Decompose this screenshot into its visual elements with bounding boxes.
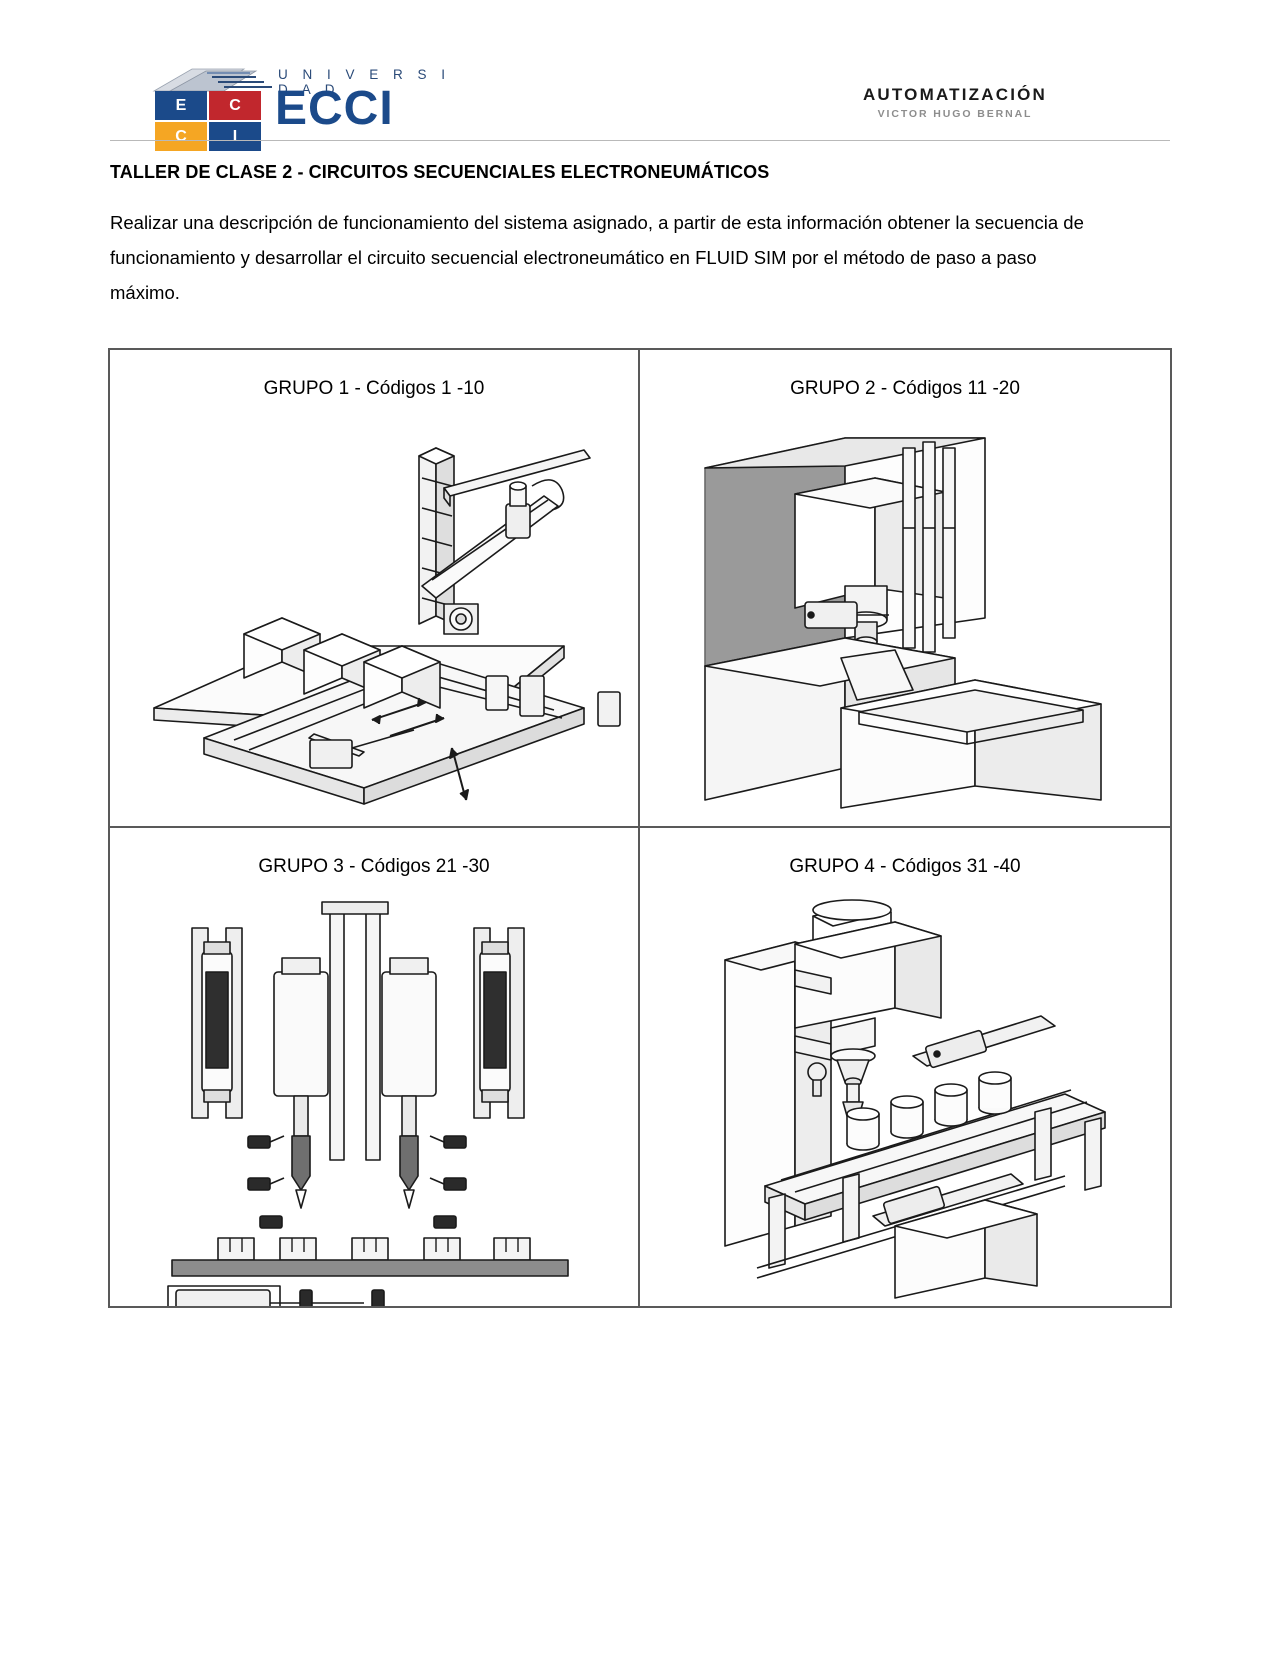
groups-grid: GRUPO 1 - Códigos 1 -10 bbox=[108, 348, 1172, 1308]
dual-drill-press-icon bbox=[167, 901, 569, 1306]
group-panel-3: GRUPO 3 - Códigos 21 -30 bbox=[110, 828, 640, 1306]
group-1-title: GRUPO 1 - Códigos 1 -10 bbox=[263, 378, 485, 399]
group-panel-2: GRUPO 2 - Códigos 11 -20 bbox=[640, 350, 1170, 828]
logo-ecci-wordmark: ECCI bbox=[275, 82, 394, 135]
group-4-title: GRUPO 4 - Códigos 31 -40 bbox=[789, 856, 1021, 877]
vertical-press-station-icon bbox=[704, 437, 1102, 809]
instructor-name: VICTOR HUGO BERNAL bbox=[877, 108, 1033, 120]
group-3-illustration bbox=[110, 886, 638, 1306]
header-divider bbox=[110, 140, 1170, 141]
book-pages-icon bbox=[152, 68, 272, 92]
page-header: E C C I U N I V E R S I D A D ECCI AUTOM… bbox=[110, 55, 1170, 151]
logo-cell-e: E bbox=[155, 91, 207, 120]
group-1-illustration bbox=[110, 408, 638, 826]
instructions-paragraph: Realizar una descripción de funcionamien… bbox=[110, 212, 1084, 303]
group-panel-1: GRUPO 1 - Códigos 1 -10 bbox=[110, 350, 640, 828]
logo-cell-c1: C bbox=[209, 91, 261, 120]
pick-and-place-gantry-icon bbox=[153, 447, 621, 805]
bottle-filling-machine-icon bbox=[724, 899, 1106, 1299]
logo-universidad-text: U N I V E R S I D A D bbox=[278, 67, 451, 97]
logo-cell-c2: C bbox=[155, 122, 207, 151]
page-title: TALLER DE CLASE 2 - CIRCUITOS SECUENCIAL… bbox=[110, 162, 770, 182]
group-panel-4: GRUPO 4 - Códigos 31 -40 bbox=[640, 828, 1170, 1306]
ecci-logo-grid: E C C I bbox=[155, 91, 265, 153]
group-4-illustration bbox=[640, 886, 1170, 1306]
group-2-title: GRUPO 2 - Códigos 11 -20 bbox=[790, 378, 1020, 399]
course-title: AUTOMATIZACIÓN bbox=[862, 85, 1048, 104]
group-3-title: GRUPO 3 - Códigos 21 -30 bbox=[258, 856, 490, 877]
group-2-illustration bbox=[640, 408, 1170, 826]
logo-cell-i: I bbox=[209, 122, 261, 151]
ecci-logo: E C C I U N I V E R S I D A D ECCI bbox=[130, 65, 470, 151]
course-brand: AUTOMATIZACIÓN VICTOR HUGO BERNAL bbox=[790, 85, 1120, 120]
